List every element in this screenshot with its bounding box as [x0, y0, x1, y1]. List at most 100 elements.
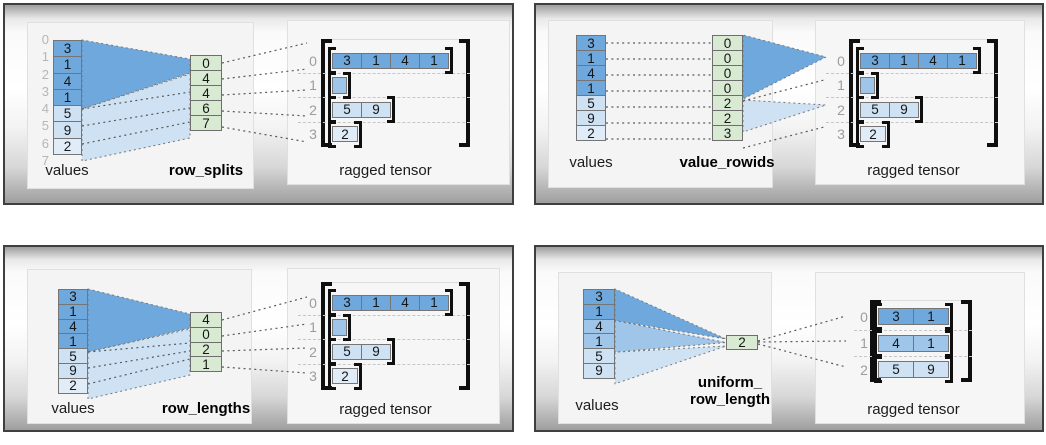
- open-bracket-icon: [856, 47, 864, 75]
- row-cells: 2: [860, 126, 886, 143]
- value-index-label: 4: [41, 101, 49, 117]
- value-index-label: 5: [41, 118, 49, 134]
- value-cell: 1: [58, 303, 88, 320]
- close-bracket-icon: [445, 47, 453, 75]
- close-bracket-icon: [459, 39, 470, 147]
- value-cell: 3: [583, 289, 615, 305]
- tensor-value-cell: 1: [361, 52, 391, 69]
- value-cell: 4: [58, 318, 88, 335]
- partition-cell: 2: [190, 341, 222, 358]
- tensor-value-cell: 4: [390, 294, 420, 311]
- values-label: values: [575, 397, 619, 414]
- open-bracket-icon: [328, 362, 336, 390]
- open-bracket-icon: [849, 39, 860, 147]
- partition-cell: 0: [712, 80, 743, 96]
- row-index-label: 1: [309, 77, 317, 94]
- row-cells: [332, 318, 347, 336]
- close-bracket-icon: [973, 47, 981, 75]
- ragged-row: 1: [826, 71, 998, 99]
- open-bracket-icon: [328, 338, 336, 366]
- value-index-label: 3: [41, 83, 49, 99]
- row-cells: 2: [332, 126, 358, 143]
- open-bracket-icon: [328, 96, 336, 124]
- row-index-label: 1: [837, 77, 845, 94]
- value-cell: 2: [58, 377, 88, 394]
- partition-cell: 4: [190, 312, 222, 328]
- row-index-label: 2: [860, 361, 868, 378]
- tensor-value-cell: 9: [889, 101, 919, 118]
- value-cell: 5: [583, 348, 615, 364]
- value-index-label: 2: [41, 66, 49, 82]
- partition-cell: 7: [190, 115, 222, 131]
- close-bracket-icon: [354, 362, 362, 390]
- tensor-value-cell: 2: [332, 126, 358, 143]
- value-index-label: 0: [41, 32, 49, 47]
- value-cell: 9: [583, 362, 615, 379]
- open-bracket-icon: [874, 356, 882, 384]
- values-label: values: [569, 154, 613, 171]
- partition-cell: 0: [190, 55, 222, 71]
- close-bracket-icon: [871, 71, 879, 99]
- tensor-value-cell: 5: [332, 101, 362, 118]
- value-cell: 1: [58, 333, 88, 350]
- ragged-row: 1: [298, 71, 470, 99]
- tensor-value-cell: 5: [332, 343, 362, 360]
- close-bracket-icon: [387, 338, 395, 366]
- value-index-label: 7: [41, 153, 49, 169]
- tensor-value-cell: 9: [361, 101, 391, 118]
- open-bracket-icon: [328, 71, 336, 99]
- value-cell: 4: [583, 318, 615, 335]
- value-cell: 1: [576, 50, 606, 66]
- tensor-value-cell: 1: [419, 52, 449, 69]
- value-cell: 3: [576, 35, 606, 51]
- row-index-label: 3: [309, 368, 317, 385]
- value-cell: 9: [53, 121, 82, 139]
- value-cell: 5: [576, 95, 606, 111]
- tensor-value-cell: [332, 76, 347, 94]
- close-bracket-icon: [459, 282, 470, 390]
- tensor-value-cell: 2: [332, 368, 358, 385]
- open-bracket-icon: [856, 96, 864, 124]
- open-bracket-icon: [874, 329, 882, 357]
- tensor-value-cell: 9: [913, 361, 949, 379]
- value-cell: 3: [58, 289, 88, 305]
- value-cell: 9: [58, 362, 88, 379]
- uniform-row-length-cell: 2: [726, 335, 758, 350]
- open-bracket-icon: [321, 282, 332, 390]
- tensor-value-cell: [860, 76, 875, 94]
- partition-cell: 1: [190, 356, 222, 373]
- partition-cell: 2: [726, 335, 758, 350]
- tensor-value-cell: 1: [913, 334, 949, 352]
- value-cell: 1: [53, 88, 82, 107]
- ragged-tensor-label: ragged tensor: [339, 401, 432, 418]
- value-cell: 1: [53, 56, 82, 74]
- row-index-label: 0: [837, 52, 845, 69]
- ragged-tensor-label: ragged tensor: [339, 162, 432, 179]
- tensor-value-cell: 1: [361, 294, 391, 311]
